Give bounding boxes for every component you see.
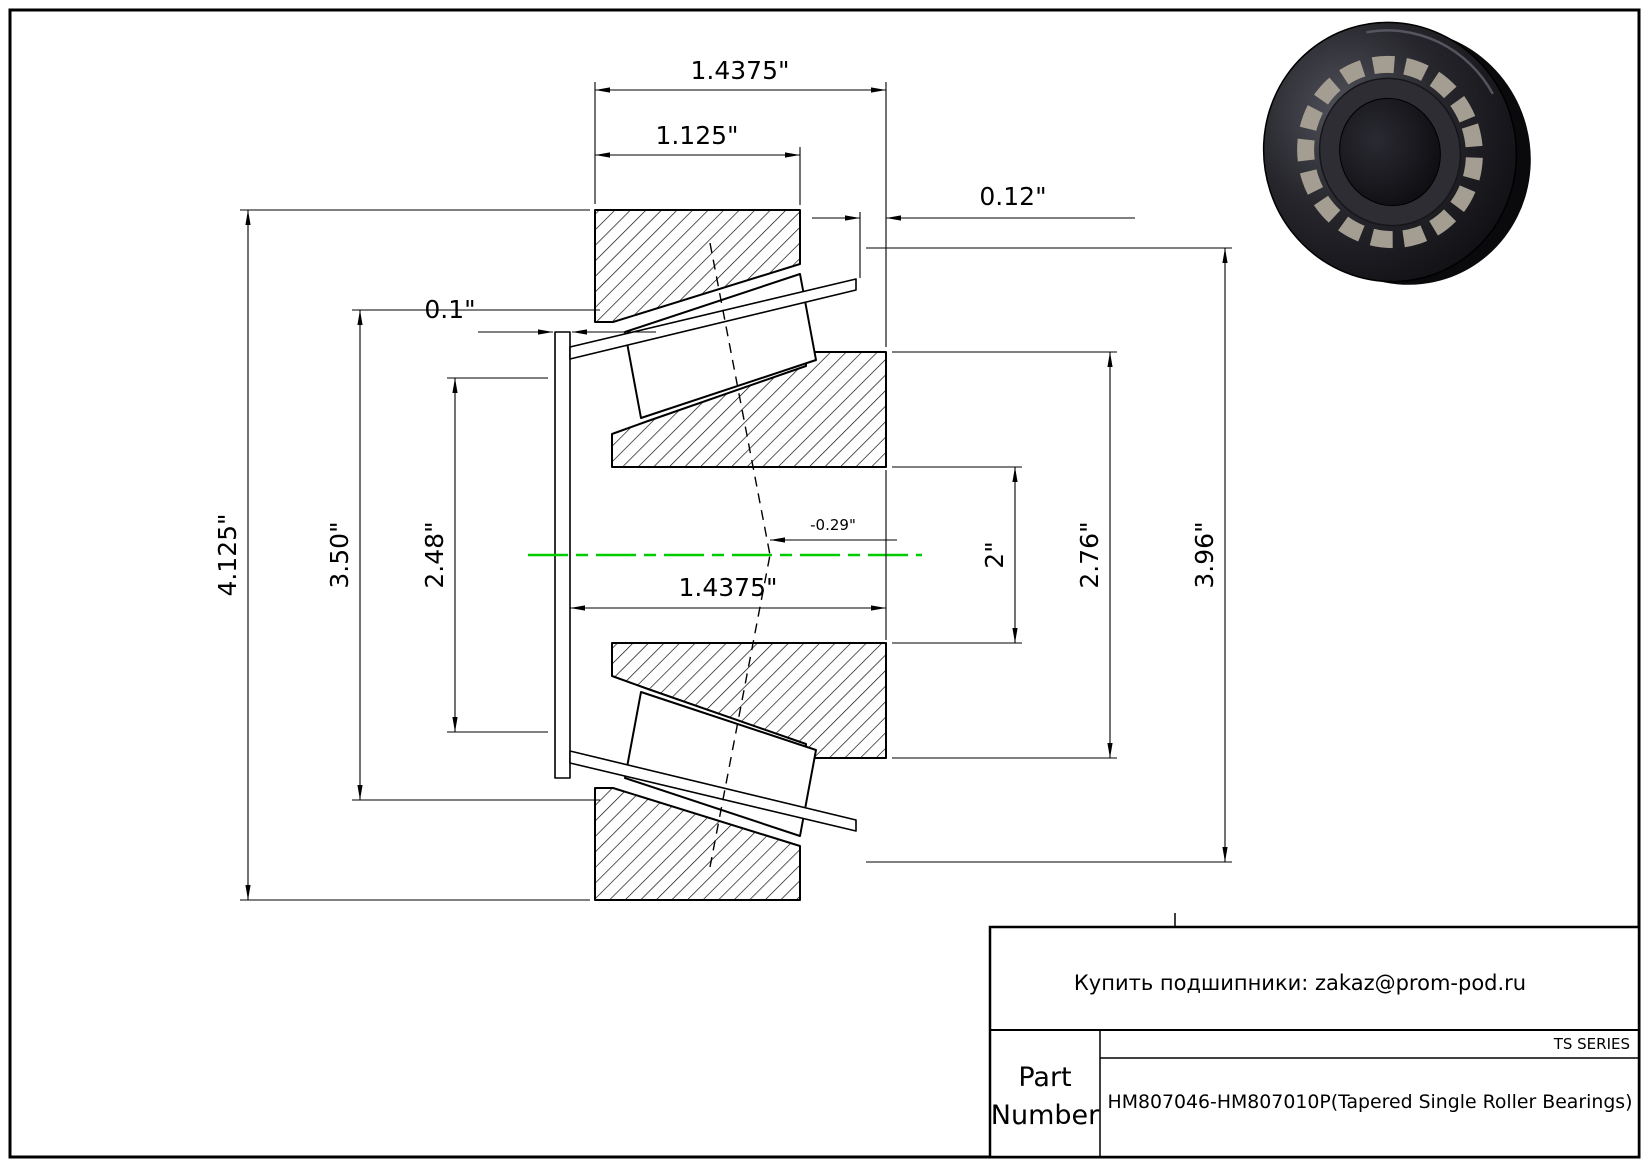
dim-outer-diameter-label: 4.125" — [213, 513, 242, 596]
bearing-3d-cage-rollers — [1297, 55, 1483, 249]
part-label-line2: Number — [991, 1100, 1100, 1131]
title-block: Купить подшипники: zakaz@prom-pod.ru TS … — [988, 913, 1641, 1159]
series-label: TS SERIES — [1553, 1035, 1630, 1053]
contact-text: Купить подшипники: zakaz@prom-pod.ru — [1074, 971, 1526, 995]
dim-standout: 0.12" — [812, 182, 1135, 221]
bearing-3d-render — [1262, 21, 1531, 285]
dim-cup-inner-diameter-label: 3.50" — [325, 521, 354, 588]
dim-cage-diameter-label: 3.96" — [1190, 521, 1219, 588]
cage-bottom-arm — [569, 750, 857, 832]
dim-flange-diameter: 2.48" — [420, 378, 458, 732]
cage-top-arm — [569, 278, 857, 360]
dim-center-offset-label: -0.29" — [810, 516, 856, 534]
bearing-cross-section — [528, 209, 922, 901]
dim-bore-diameter-label: 2" — [980, 541, 1009, 568]
dim-cone-width-label: 1.4375" — [679, 573, 778, 602]
part-number-text: HM807046-HM807010P(Tapered Single Roller… — [1108, 1091, 1633, 1113]
bearing-3d-bore — [1339, 97, 1441, 207]
dim-bore-diameter: 2" — [980, 467, 1018, 643]
extension-lines — [240, 82, 1232, 901]
dim-rib-diameter: 2.76" — [1075, 352, 1113, 758]
dim-overall-width-label: 1.4375" — [691, 56, 790, 85]
dim-standout-label: 0.12" — [979, 182, 1046, 211]
pressure-line-top — [709, 242, 771, 556]
cup-bottom-section — [594, 787, 801, 901]
dim-center-offset: -0.29" — [770, 516, 897, 543]
dim-rib-diameter-label: 2.76" — [1075, 521, 1104, 588]
dim-cage-diameter: 3.96" — [1190, 248, 1228, 862]
cup-top-section — [594, 209, 801, 323]
page-border — [8, 8, 1641, 1159]
title-block-frame — [988, 925, 1641, 1159]
dim-spacer-width: 0.1" — [424, 295, 656, 335]
dimension-annotations: 1.4375" 1.125" 0.12" 0.1" 4.125" 3.50" — [213, 56, 1232, 901]
dim-cup-width-label: 1.125" — [655, 121, 738, 150]
part-label-line1: Part — [1018, 1062, 1071, 1093]
dim-flange-diameter-label: 2.48" — [420, 521, 449, 588]
dim-spacer-width-label: 0.1" — [424, 295, 475, 324]
dim-cone-width: 1.4375" — [570, 573, 886, 611]
dim-cup-width: 1.125" — [595, 121, 800, 158]
dim-outer-diameter: 4.125" — [213, 210, 251, 900]
dim-cup-inner-diameter: 3.50" — [325, 310, 363, 800]
dim-overall-width: 1.4375" — [595, 56, 886, 93]
